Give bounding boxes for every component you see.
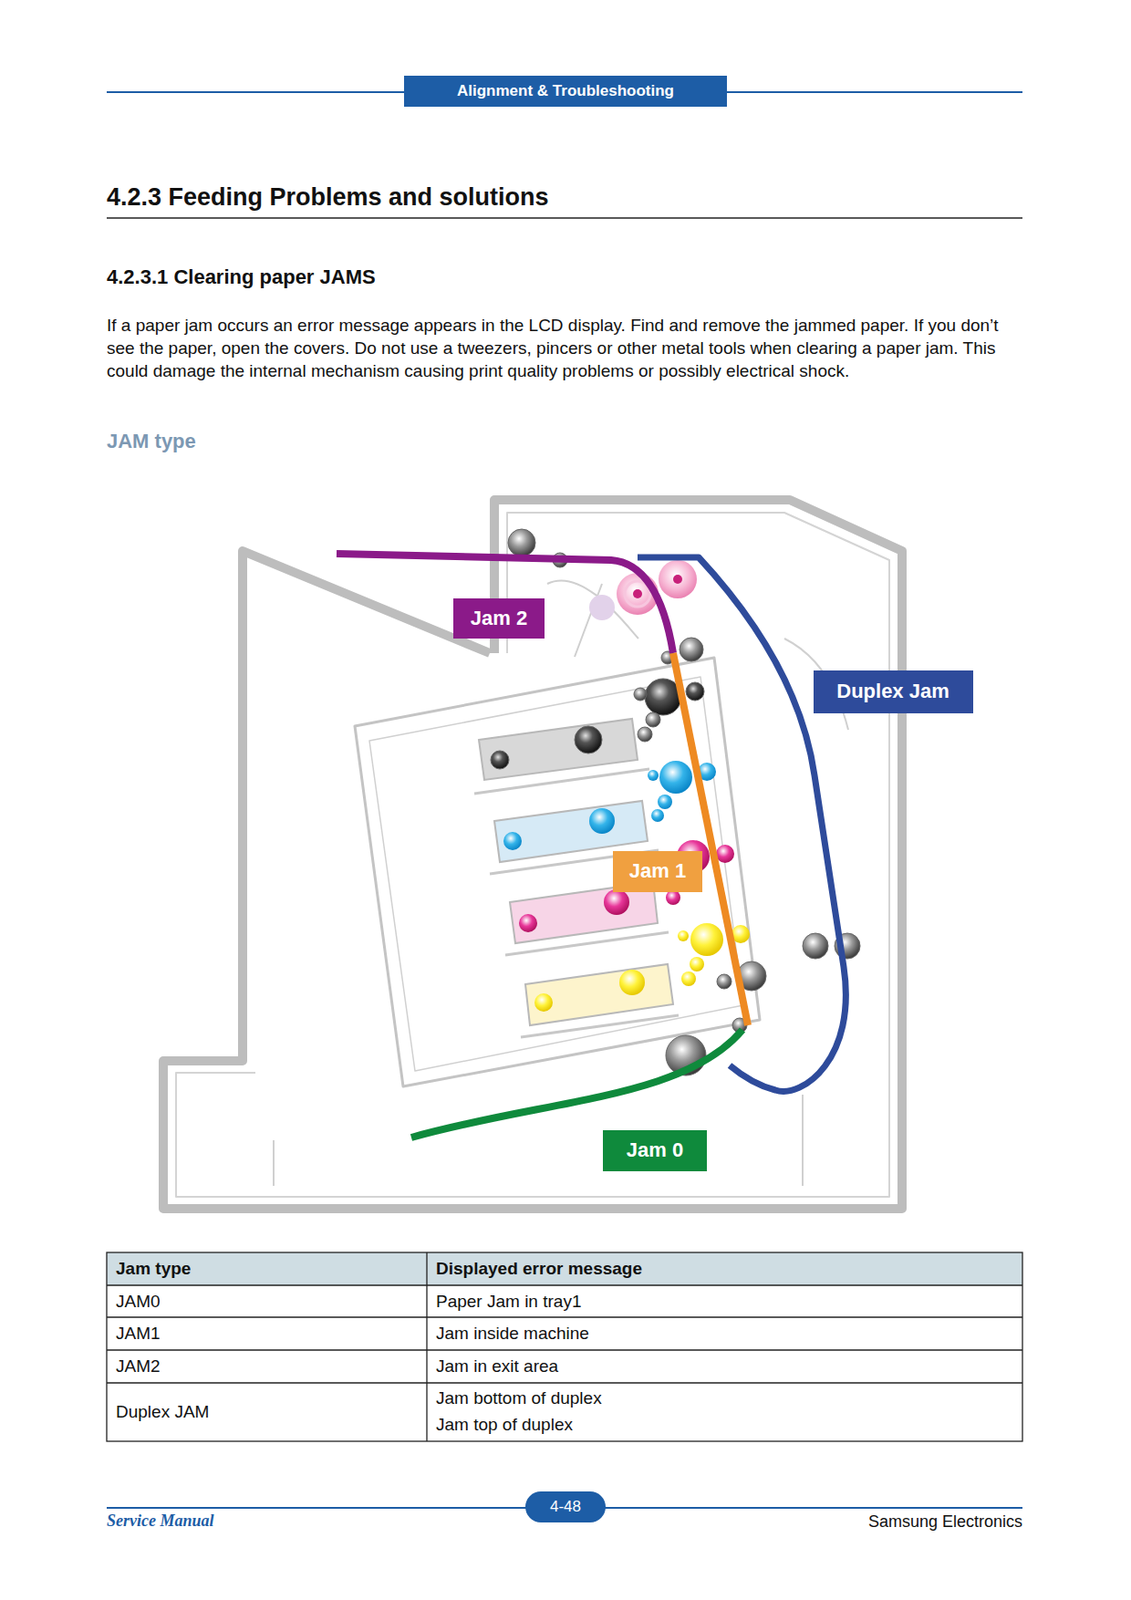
page-number: 4-48 xyxy=(525,1491,606,1523)
rollers xyxy=(490,529,861,1076)
jam-label: Jam 0 xyxy=(602,1130,707,1172)
printer-outline xyxy=(163,499,903,1209)
cyan-rollers xyxy=(503,760,716,851)
title-rule xyxy=(106,217,1023,218)
yellow-rollers xyxy=(534,923,750,1012)
box-text: Jam 1 xyxy=(629,859,686,883)
table-cell: Jam in exit area xyxy=(435,1355,559,1378)
body-text: If a paper jam occurs an error message a… xyxy=(106,313,1028,383)
subheading: JAM type xyxy=(106,429,197,454)
table-cell: Jam inside machine xyxy=(435,1322,590,1345)
header-band: Alignment & Troubleshooting xyxy=(404,75,727,107)
table-cell: Jam top of duplex xyxy=(435,1413,573,1436)
table-cell: JAM0 xyxy=(115,1290,161,1313)
box-text: Alignment & Troubleshooting xyxy=(456,82,675,101)
table-header: Jam type xyxy=(115,1257,191,1280)
magenta-rollers xyxy=(518,840,735,933)
box-text: 4-48 xyxy=(549,1497,582,1516)
section-title: 4.2.3 Feeding Problems and solutions xyxy=(106,182,550,212)
box-text: Jam 2 xyxy=(470,606,528,631)
jam-label: Jam 1 xyxy=(612,850,703,893)
table-cell: Paper Jam in tray1 xyxy=(435,1290,582,1313)
footer-text: Samsung Electronics xyxy=(868,1511,1023,1532)
fuser-rollers xyxy=(589,560,697,621)
inner-path xyxy=(673,653,748,1026)
box-text: Duplex Jam xyxy=(836,679,950,704)
subheading: 4.2.3.1 Clearing paper JAMS xyxy=(106,265,376,290)
duplex-path xyxy=(637,557,846,1091)
exit-path xyxy=(336,553,674,654)
box-text: Jam 0 xyxy=(626,1138,684,1163)
jam-label: Duplex Jam xyxy=(813,670,974,714)
footer-text: Service Manual xyxy=(106,1510,215,1531)
jam-label: Jam 2 xyxy=(453,598,545,639)
table-cell: Duplex JAM xyxy=(115,1400,209,1423)
table-grid xyxy=(106,1252,1023,1442)
table-cell: JAM1 xyxy=(115,1322,161,1345)
table-cell: JAM2 xyxy=(115,1355,161,1378)
paper-paths xyxy=(336,553,846,1138)
tray-path xyxy=(411,1029,743,1138)
table-header: Displayed error message xyxy=(435,1257,643,1280)
table-cell: Jam bottom of duplex xyxy=(435,1387,602,1410)
